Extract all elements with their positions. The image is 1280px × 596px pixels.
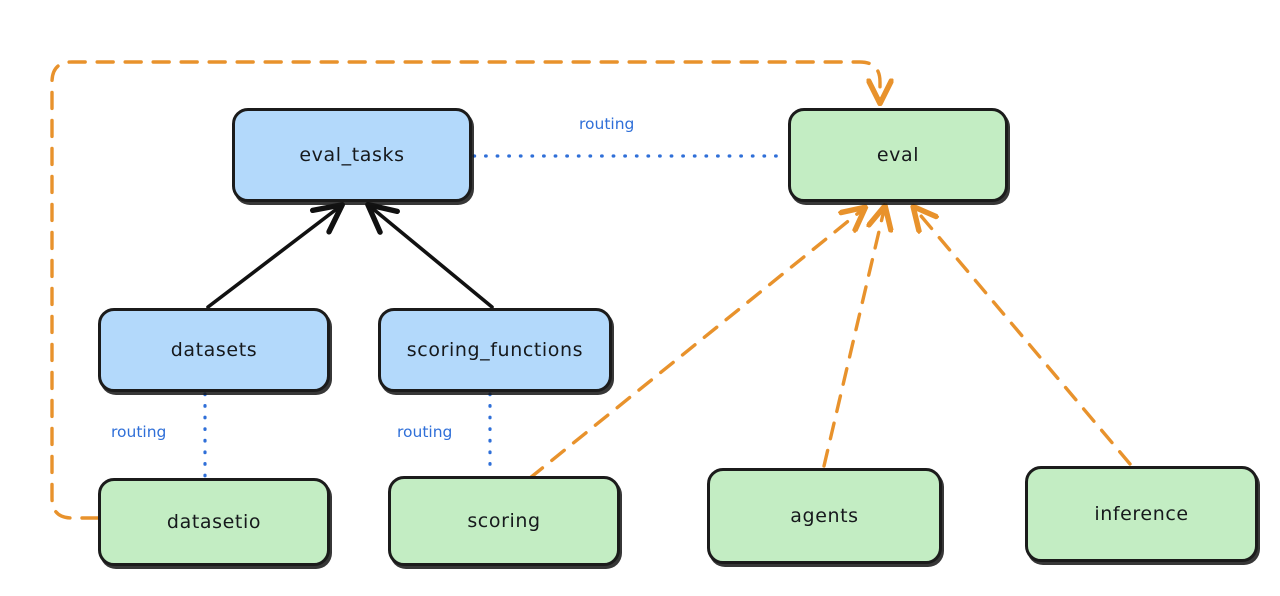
edge-label-routing-eval: routing bbox=[579, 115, 635, 133]
node-scoring-functions-label: scoring_functions bbox=[406, 339, 584, 361]
edge-agents-to-eval bbox=[822, 210, 884, 468]
node-scoring-functions[interactable]: scoring_functions bbox=[378, 308, 612, 392]
edge-label-routing-scoring: routing bbox=[397, 423, 453, 441]
node-eval-tasks[interactable]: eval_tasks bbox=[232, 108, 472, 202]
node-datasets-label: datasets bbox=[170, 339, 258, 361]
node-eval-label: eval bbox=[876, 144, 920, 166]
node-eval[interactable]: eval bbox=[788, 108, 1008, 202]
node-agents[interactable]: agents bbox=[707, 468, 942, 564]
node-agents-label: agents bbox=[790, 505, 859, 527]
edge-scoring-functions-to-eval-tasks bbox=[365, 201, 494, 309]
edge-datasets-to-eval-tasks bbox=[206, 202, 345, 309]
node-scoring[interactable]: scoring bbox=[388, 476, 620, 566]
node-datasetio[interactable]: datasetio bbox=[98, 478, 330, 566]
edge-datasetio-to-eval bbox=[50, 60, 880, 520]
node-datasetio-label: datasetio bbox=[166, 511, 262, 533]
node-eval-tasks-label: eval_tasks bbox=[299, 144, 405, 166]
node-inference[interactable]: inference bbox=[1025, 466, 1258, 562]
node-scoring-label: scoring bbox=[467, 510, 541, 532]
node-datasets[interactable]: datasets bbox=[98, 308, 330, 392]
edge-inference-to-eval bbox=[916, 210, 1132, 466]
node-inference-label: inference bbox=[1094, 503, 1189, 525]
edge-label-routing-datasetio: routing bbox=[111, 423, 167, 441]
edge-scoring-to-eval bbox=[528, 210, 862, 480]
